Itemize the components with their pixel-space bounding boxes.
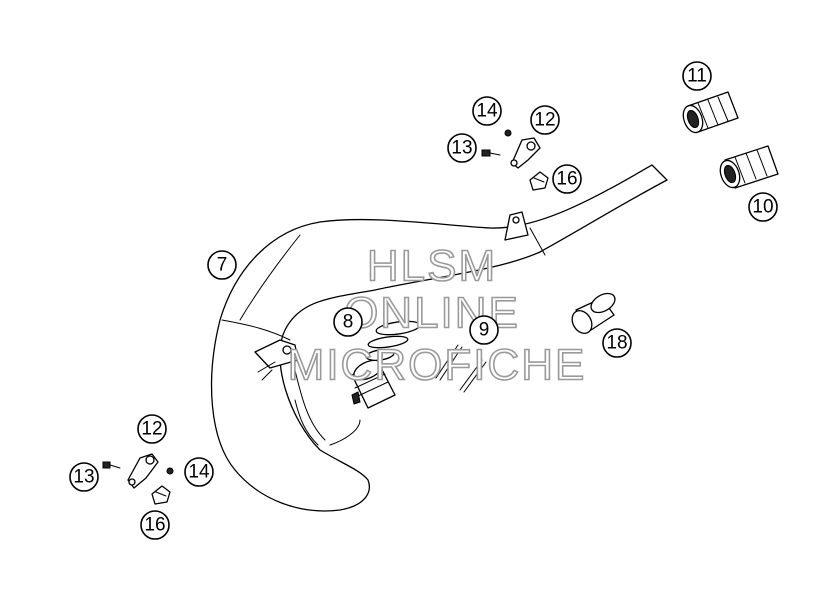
- mounting-tab-upper: [504, 211, 529, 241]
- callout-12-top: 12: [530, 105, 560, 135]
- bottom-hardware: [102, 453, 174, 505]
- bellows-connector-upper: [682, 91, 739, 134]
- callout-7-label: 7: [217, 255, 228, 276]
- callout-16-top-label: 16: [556, 169, 577, 190]
- callout-14-top-label: 14: [476, 101, 498, 122]
- watermark-line-3: MICROFICHE: [288, 341, 587, 390]
- callout-13-top-label: 13: [451, 138, 472, 159]
- callout-16-bottom-label: 16: [144, 515, 165, 536]
- callout-8: 8: [333, 307, 363, 337]
- mounting-bracket-curve: [254, 339, 299, 381]
- callout-11: 11: [682, 61, 712, 91]
- callout-10-label: 10: [752, 197, 773, 218]
- callout-13-top: 13: [447, 133, 477, 163]
- callout-14-bottom-label: 14: [188, 462, 210, 483]
- callout-12-bottom-label: 12: [141, 419, 162, 440]
- callout-8-label: 8: [343, 312, 354, 333]
- callout-18: 18: [602, 328, 632, 358]
- callout-12-bottom: 12: [137, 414, 167, 444]
- callout-9-label: 9: [479, 320, 490, 341]
- callout-7: 7: [207, 250, 237, 280]
- callout-10: 10: [748, 192, 778, 222]
- callout-14-bottom: 14: [184, 457, 214, 487]
- bellows-connector-lower: [719, 145, 779, 189]
- callout-14-top: 14: [472, 96, 502, 126]
- callout-9: 9: [469, 315, 499, 345]
- callout-13-bottom-label: 13: [73, 467, 94, 488]
- callout-18-label: 18: [606, 333, 627, 354]
- callout-13-bottom: 13: [69, 462, 99, 492]
- o-ring-set: [365, 320, 421, 361]
- exhaust-pipe: [210, 164, 668, 512]
- callout-11-label: 11: [687, 66, 707, 87]
- watermark-line-1: HLSM: [367, 242, 497, 291]
- callout-16-bottom: 16: [140, 510, 170, 540]
- callout-12-top-label: 12: [534, 110, 555, 131]
- rubber-sleeve: [571, 292, 616, 334]
- pipe-inlet: [351, 359, 396, 409]
- top-hardware: [481, 129, 549, 191]
- callout-16-top: 16: [552, 164, 582, 194]
- spring-set: [435, 344, 487, 393]
